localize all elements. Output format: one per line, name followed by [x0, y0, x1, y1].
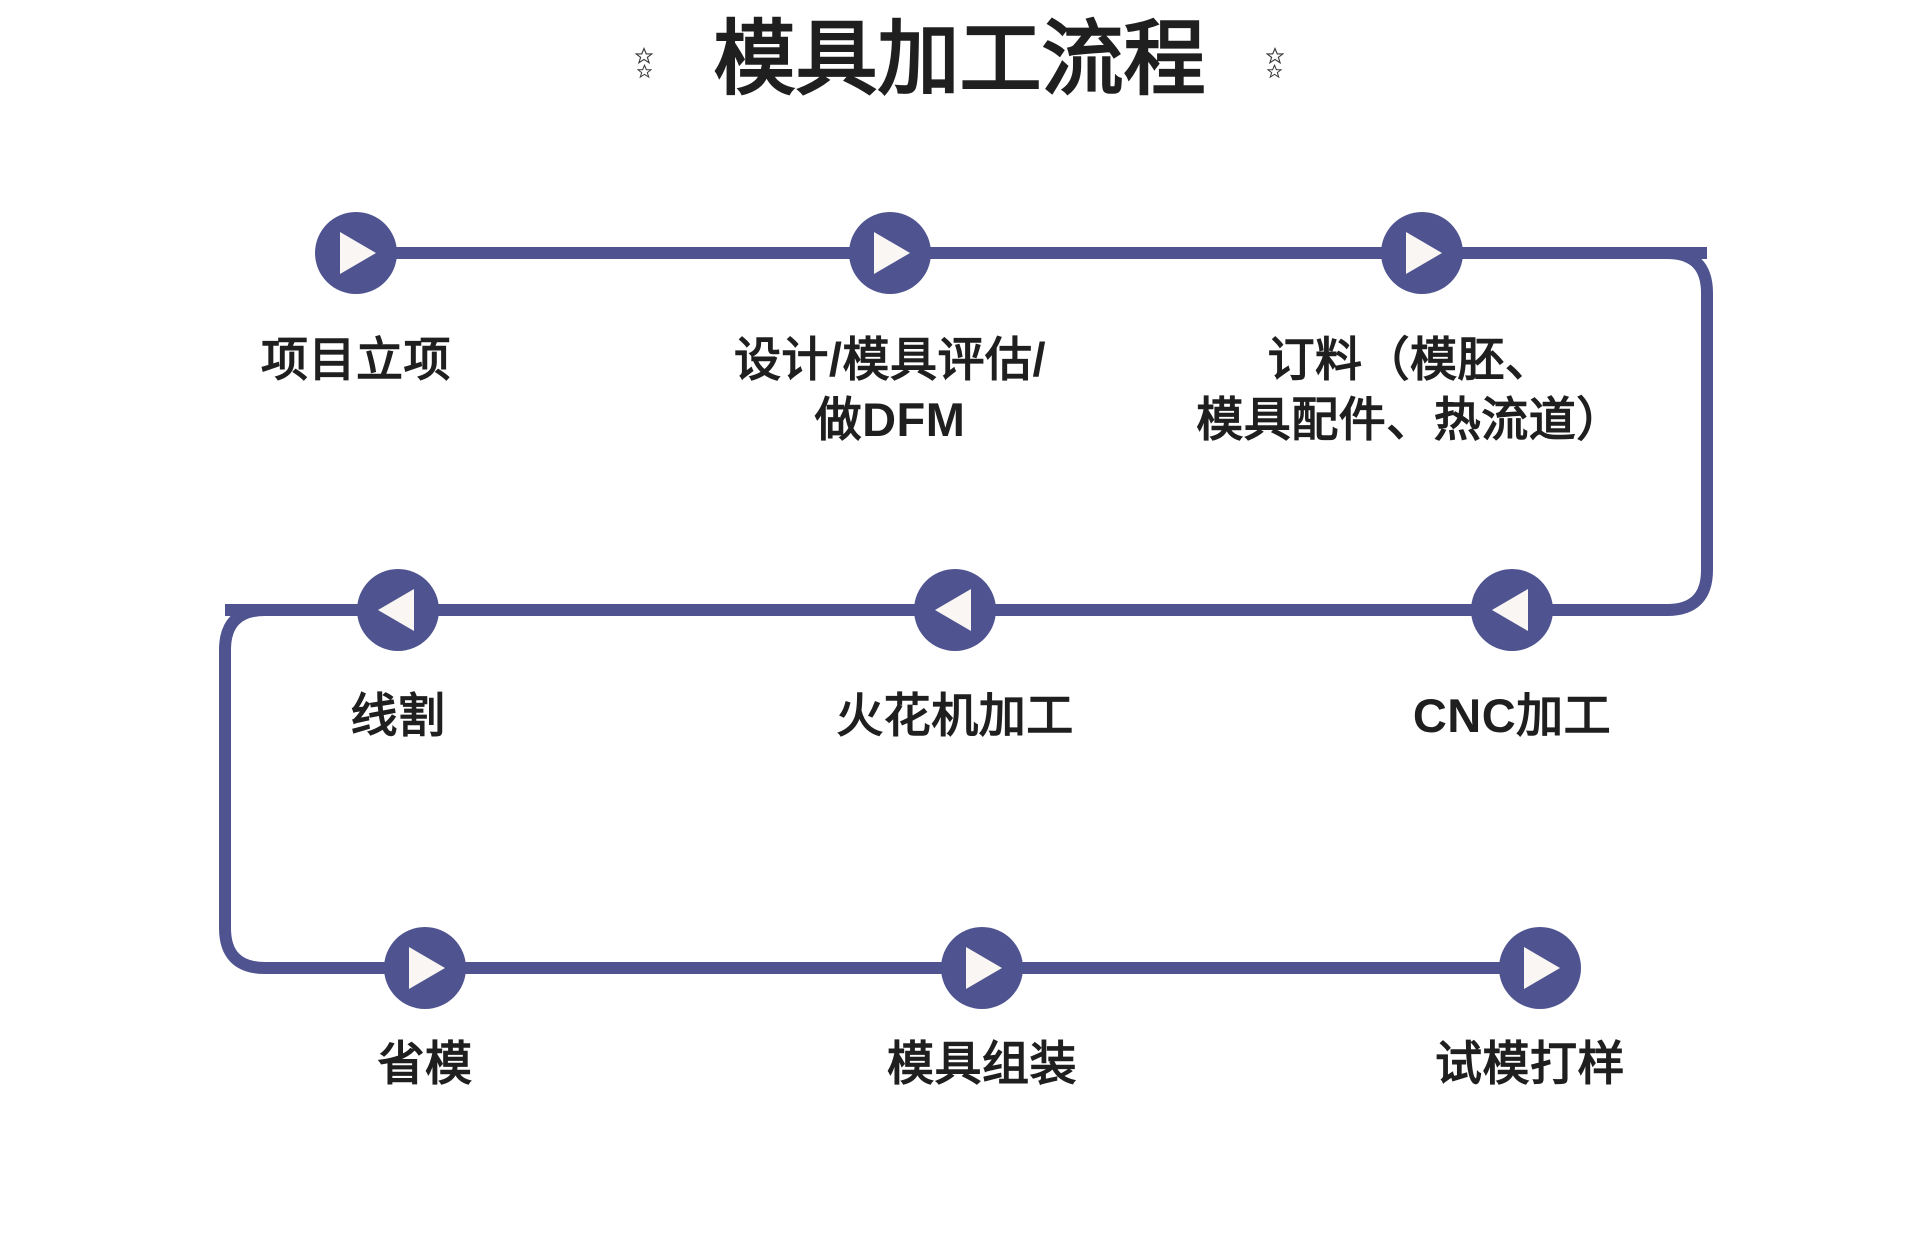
flow-node-4-label: CNC加工	[1412, 689, 1612, 742]
play-right-icon	[1406, 232, 1442, 274]
play-right-icon	[340, 232, 376, 274]
flow-node-3-label: 订料（模胚、 模具配件、热流道）	[1196, 333, 1624, 447]
flow-node-8[interactable]	[941, 927, 1023, 1009]
flow-node-2-label: 设计/模具评估/ 做DFM	[733, 333, 1047, 447]
play-left-icon	[378, 589, 414, 631]
play-right-icon	[874, 232, 910, 274]
flow-node-7[interactable]	[384, 927, 466, 1009]
play-right-icon	[1524, 947, 1560, 989]
flow-node-8-label: 模具组装	[887, 1037, 1077, 1090]
flow-node-7-label: 省模	[377, 1037, 473, 1090]
flow-node-4[interactable]	[1471, 569, 1553, 651]
play-left-icon	[935, 589, 971, 631]
play-right-icon	[409, 947, 445, 989]
flow-node-1[interactable]	[315, 212, 397, 294]
flow-node-6[interactable]	[357, 569, 439, 651]
connector-left-elbow	[219, 604, 431, 974]
flow-node-5[interactable]	[914, 569, 996, 651]
flow-node-9[interactable]	[1499, 927, 1581, 1009]
flow-node-5-label: 火花机加工	[836, 689, 1074, 742]
connector-right-elbow	[1506, 247, 1713, 616]
flow-node-2[interactable]	[849, 212, 931, 294]
flow-node-9-label: 试模打样	[1435, 1037, 1625, 1090]
flow-node-1-label: 项目立项	[261, 333, 451, 386]
flow-node-6-label: 线割	[350, 689, 446, 742]
flow-node-3[interactable]	[1381, 212, 1463, 294]
play-left-icon	[1492, 589, 1528, 631]
play-right-icon	[966, 947, 1002, 989]
